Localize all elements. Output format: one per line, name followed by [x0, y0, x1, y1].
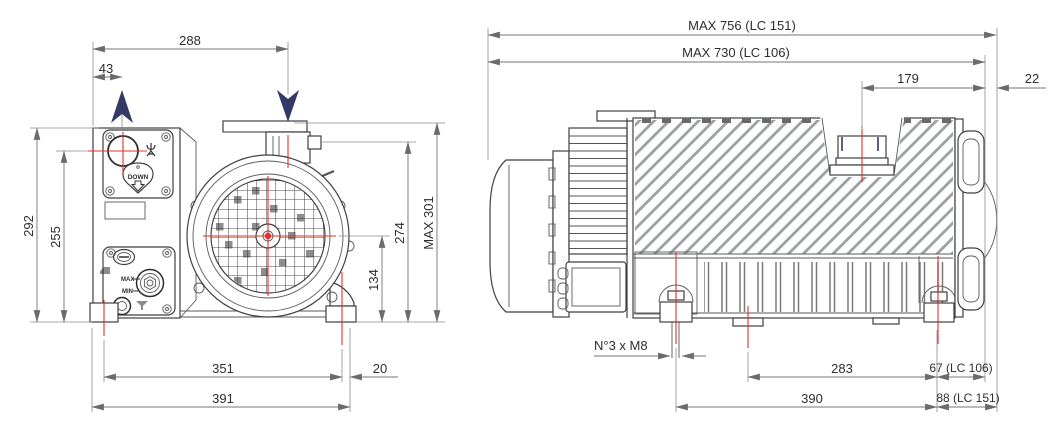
dim-label: 22 — [1025, 71, 1039, 86]
front-right-foot — [325, 305, 357, 323]
motor-terminal-box-side — [565, 261, 627, 313]
dim-feet-span: 351 — [103, 361, 343, 381]
side-dimensions: MAX 756 (LC 151) MAX 730 (LC 106) 179 22… — [487, 18, 1046, 412]
dim-feet-span-inner: 283 — [747, 361, 938, 381]
panel-screws — [105, 132, 171, 196]
dim-label: 67 (LC 106) — [929, 361, 992, 375]
bottom-tab — [872, 317, 900, 325]
dim-rear-foot-lc151: 88 (LC 151) — [936, 391, 1000, 411]
dim-label: MAX 301 — [421, 196, 436, 249]
dim-mounting-holes: N°3 x M8 — [594, 338, 706, 360]
dim-label: 292 — [21, 215, 36, 237]
dim-label: 274 — [392, 222, 407, 244]
dim-label: 134 — [366, 269, 381, 291]
dim-length-max-lc151: MAX 756 (LC 151) — [487, 18, 997, 39]
oil-sight-glass — [135, 268, 165, 298]
top-rib-tabs — [904, 118, 954, 123]
dim-label: 20 — [373, 361, 387, 376]
oil-min-label: MIN — [122, 289, 133, 295]
exhaust-flow-arrow-icon — [111, 90, 133, 123]
bottom-ribs — [704, 262, 958, 312]
bolt-nut — [930, 291, 948, 302]
front-view: DOWN MAX MIN — [21, 33, 445, 412]
oil-can-icon — [100, 267, 110, 274]
exhaust-panel — [102, 129, 174, 199]
inlet-nut — [307, 135, 322, 150]
dim-height-axis: 134 — [366, 235, 386, 323]
name-plate — [104, 201, 146, 220]
dim-base-width: 391 — [91, 391, 351, 411]
cable-glands — [557, 267, 569, 310]
lifting-block — [596, 110, 656, 122]
dim-label: 255 — [48, 226, 63, 248]
dim-label: 283 — [831, 361, 853, 376]
dim-foot-overhang: 20 — [328, 361, 398, 381]
oil-fill-plug — [112, 248, 136, 266]
fan-cover-side — [489, 159, 554, 313]
dim-height-body: 292 — [21, 127, 41, 323]
front-centerlines — [88, 132, 343, 345]
tank-hatching — [635, 120, 953, 254]
recess-wall — [893, 117, 903, 176]
oil-max-label: MAX — [121, 277, 134, 283]
dim-label: 179 — [897, 71, 919, 86]
terminal-box-inner — [571, 267, 621, 307]
dim-label: 391 — [212, 391, 234, 406]
top-rib-tabs — [636, 118, 816, 123]
dim-height-inlet: 274 — [392, 141, 412, 323]
latch-inner — [962, 138, 980, 186]
dim-label: 390 — [801, 391, 823, 406]
dim-rear-foot-lc106: 67 (LC 106) — [929, 361, 993, 381]
recess-wall — [821, 117, 831, 176]
side-rear-foot — [923, 302, 955, 323]
dim-rear-offset: 22 — [996, 71, 1046, 92]
dim-label: 43 — [99, 61, 113, 76]
front-dimensions: 288 43 292 255 134 274 MAX — [21, 33, 445, 412]
rear-latch-bottom — [957, 247, 985, 311]
dim-exhaust-offset: 43 — [92, 61, 123, 81]
dim-label: 288 — [179, 33, 201, 48]
dim-height-port: 255 — [48, 150, 68, 323]
dim-label: 351 — [212, 361, 234, 376]
dim-width-top: 288 — [92, 33, 289, 53]
fan-grille-shading — [216, 187, 314, 285]
rear-end-plate — [954, 118, 964, 318]
dim-feet-span-outer: 390 — [675, 391, 938, 411]
motor-fins — [569, 135, 627, 249]
oil-panel — [102, 246, 176, 316]
down-arrow-icon — [130, 180, 146, 192]
latch-inner — [962, 255, 980, 303]
sight-dome — [983, 180, 998, 260]
motor-body-side — [568, 127, 628, 255]
dim-label: N°3 x M8 — [594, 338, 648, 353]
rear-latch-top — [957, 130, 985, 194]
down-badge-label: DOWN — [128, 174, 149, 181]
oil-mist-icon — [146, 143, 156, 157]
drain-funnel-icon — [136, 301, 148, 310]
down-badge: DOWN — [122, 162, 154, 194]
side-centerlines — [675, 126, 939, 348]
dim-height-max: MAX 301 — [421, 122, 441, 323]
inlet-flow-arrow-icon — [277, 90, 299, 122]
dim-label: 88 (LC 151) — [936, 391, 999, 405]
dim-length-max-lc106: MAX 730 (LC 106) — [487, 45, 986, 66]
clamp-ring-bumps — [548, 167, 556, 293]
dim-label: MAX 730 (LC 106) — [682, 45, 790, 60]
dim-inlet-offset: 179 — [861, 71, 986, 92]
side-view: MAX 756 (LC 151) MAX 730 (LC 106) 179 22… — [487, 18, 1046, 412]
dim-label: MAX 756 (LC 151) — [688, 18, 796, 33]
side-body — [489, 110, 998, 358]
